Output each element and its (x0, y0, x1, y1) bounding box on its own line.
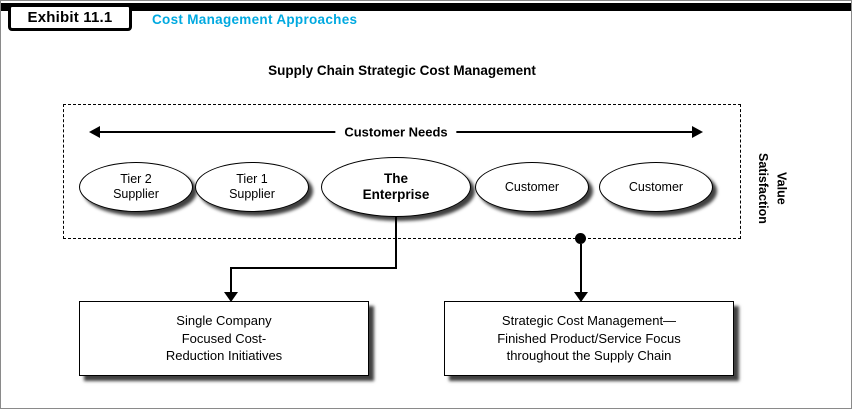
ellipse-customer-2: Customer (599, 162, 713, 212)
exhibit-number-box: Exhibit 11.1 (8, 4, 132, 31)
strategic-cost-management-box: Strategic Cost Management— Finished Prod… (444, 301, 734, 376)
ellipse-label-line: Customer (628, 179, 684, 194)
side-label-line: Satisfaction (755, 152, 770, 224)
box-text-line: Single Company (176, 313, 272, 329)
exhibit-number-label: Exhibit 11.1 (27, 9, 113, 26)
ellipse-label-line: Customer (504, 179, 560, 194)
box-text-line: Finished Product/Service Focus (497, 330, 681, 346)
ellipse-label-line: Tier 2 (120, 172, 152, 186)
down-arrowhead-icon (224, 292, 238, 302)
box-text-line: Focused Cost- (181, 330, 267, 346)
exhibit-title: Cost Management Approaches (152, 12, 358, 27)
ellipse-label-line: Supplier (113, 187, 159, 201)
connector-enterprise-horizontal (230, 267, 397, 269)
connector-leftbox-vertical (230, 267, 232, 293)
supply-chain-dashed-boundary (63, 104, 741, 239)
ellipse-tier1-supplier: Tier 1 Supplier (195, 162, 309, 212)
customer-needs-arrow: Customer Needs (89, 124, 703, 140)
down-arrowhead-icon (574, 292, 588, 302)
ellipse-tier2-supplier: Tier 2 Supplier (79, 162, 193, 212)
connector-enterprise-vertical (395, 217, 397, 268)
ellipse-the-enterprise: The Enterprise (321, 157, 471, 217)
ellipse-label-line: Enterprise (362, 187, 430, 202)
side-label-line: Value (774, 171, 789, 205)
satisfaction-value-label: Satisfaction Value (753, 134, 797, 242)
ellipse-label-line: Tier 1 (236, 172, 268, 186)
connector-rightbox-vertical (580, 244, 582, 293)
ellipse-label-line: Supplier (229, 187, 275, 201)
boundary-connector-dot (575, 233, 586, 244)
customer-needs-label: Customer Needs (335, 124, 457, 140)
arrowhead-left-icon (89, 126, 100, 138)
diagram-title: Supply Chain Strategic Cost Management (268, 63, 536, 78)
header-black-bar (1, 3, 851, 11)
box-text-line: Strategic Cost Management— (501, 313, 677, 329)
ellipse-customer-1: Customer (475, 162, 589, 212)
arrowhead-right-icon (692, 126, 703, 138)
box-text-line: throughout the Supply Chain (506, 348, 672, 364)
single-company-box: Single Company Focused Cost- Reduction I… (79, 301, 369, 376)
box-text-line: Reduction Initiatives (165, 348, 283, 364)
ellipse-label-line: The (383, 170, 408, 186)
